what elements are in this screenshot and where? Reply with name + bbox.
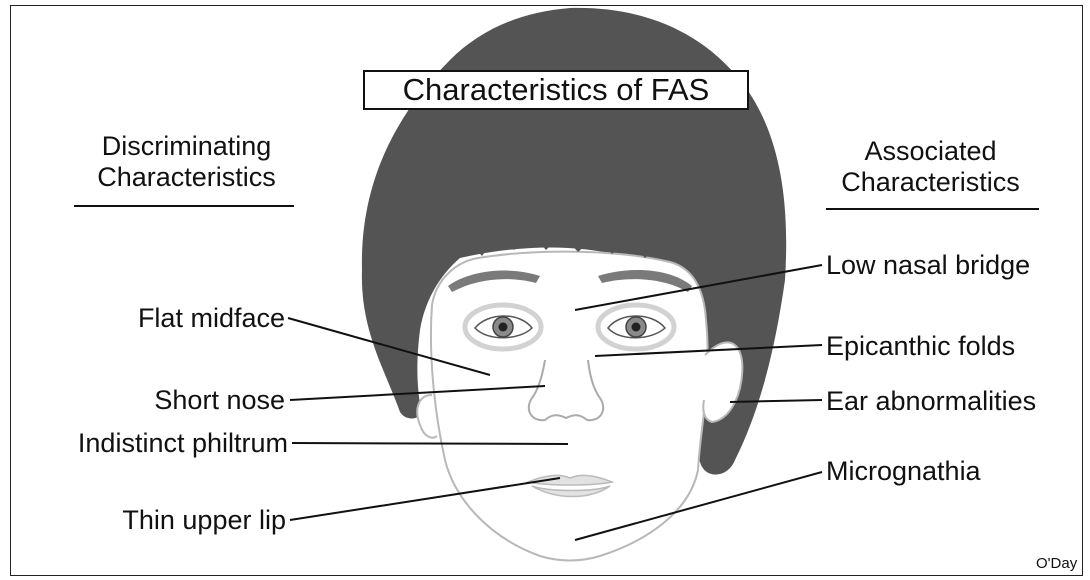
label-low-nasal-bridge: Low nasal bridge [826, 250, 1030, 280]
left-ear [417, 395, 437, 438]
associated-header-line1: Associated [818, 136, 1043, 167]
discriminating-header-line2: Characteristics [74, 162, 299, 193]
label-flat-midface: Flat midface [40, 303, 285, 333]
right-pupil [632, 323, 641, 332]
left-pupil [499, 323, 508, 332]
discriminating-header-line1: Discriminating [74, 131, 299, 162]
line-indistinct-philtrum [292, 443, 568, 444]
associated-header: Associated Characteristics [818, 136, 1043, 198]
label-epicanthic-folds: Epicanthic folds [826, 331, 1015, 361]
label-short-nose: Short nose [40, 385, 285, 415]
discriminating-header: Discriminating Characteristics [74, 131, 299, 193]
label-ear-abnormalities: Ear abnormalities [826, 386, 1036, 416]
artist-credit: O'Day [1036, 555, 1077, 573]
label-micrognathia: Micrognathia [826, 456, 981, 486]
label-indistinct-philtrum: Indistinct philtrum [10, 428, 288, 458]
discriminating-underline [74, 205, 294, 207]
diagram-title: Characteristics of FAS [363, 70, 749, 110]
label-thin-upper-lip: Thin upper lip [40, 505, 286, 535]
associated-header-line2: Characteristics [818, 167, 1043, 198]
associated-underline [826, 208, 1039, 210]
